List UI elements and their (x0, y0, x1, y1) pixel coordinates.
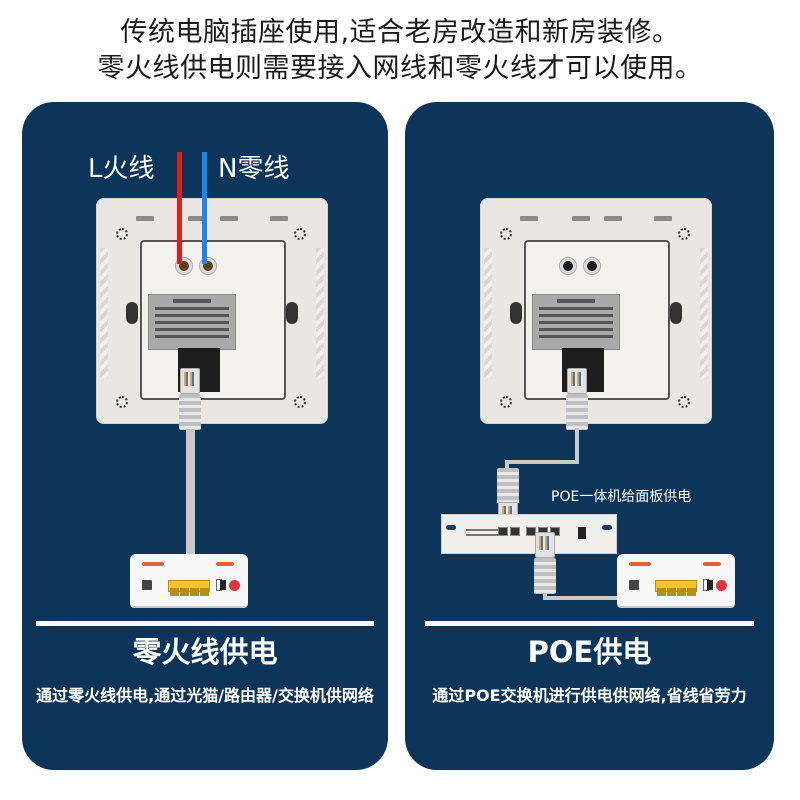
headline-line-1: 传统电脑插座使用,适合老房改造和新房装修。 (120, 17, 680, 48)
rj45-plug-icon (535, 532, 555, 558)
power-button-icon (716, 580, 727, 591)
panel-description: 通过零火线供电,通过光猫/路由器/交换机供网络 (36, 686, 374, 705)
wall-router-panel-icon (480, 198, 712, 424)
panel-poe-power: POE一体机给面板供电 POE供电 通过POE交换机进行供电供网络,省线省劳力 (405, 102, 774, 770)
screw-hole-icon (500, 396, 512, 408)
product-label (148, 294, 236, 350)
unused-terminal (560, 258, 576, 274)
poe-switch-icon (441, 514, 617, 554)
rj45-plug-icon (180, 368, 200, 394)
wall-router-panel-icon (96, 198, 328, 424)
rj45-plug-icon (567, 368, 587, 394)
optical-modem-icon (130, 554, 248, 606)
neutral-wire-label: N零线 (218, 154, 290, 184)
panel-title: 零火线供电 (132, 635, 278, 669)
screw-hole-icon (116, 228, 128, 240)
divider (425, 621, 754, 626)
screw-hole-icon (294, 228, 306, 240)
live-wire (177, 152, 182, 264)
panel-description: 通过POE交换机进行供电供网络,省线省劳力 (432, 686, 747, 705)
power-button-icon (229, 580, 240, 591)
poe-caption: POE一体机给面板供电 (551, 489, 692, 505)
live-wire-label: L火线 (88, 154, 155, 184)
screw-hole-icon (116, 396, 128, 408)
headline-line-2: 零火线供电则需要接入网线和零火线才可以使用。 (97, 53, 703, 84)
panel-live-neutral-power: L火线 N零线 零火线供电 通过零火线供 (22, 102, 388, 770)
divider (36, 621, 374, 626)
screw-hole-icon (294, 396, 306, 408)
screw-hole-icon (678, 228, 690, 240)
screw-hole-icon (678, 396, 690, 408)
ethernet-cable (186, 430, 195, 562)
panel-title: POE供电 (527, 635, 652, 669)
neutral-wire (202, 152, 207, 264)
optical-modem-icon (617, 554, 735, 606)
unused-terminal (584, 258, 600, 274)
product-label (532, 294, 620, 350)
screw-hole-icon (500, 228, 512, 240)
